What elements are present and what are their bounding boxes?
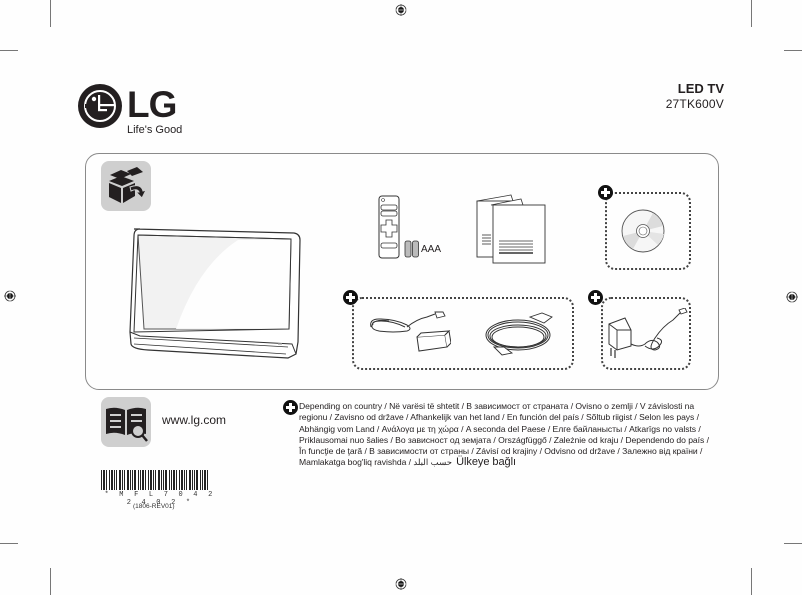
barcode-number: * M F L 7 0 4 2 2 4 0 2 * (104, 491, 216, 507)
note-line: Depending on country / Në varësi të shte… (299, 401, 695, 411)
registration-mark-icon (786, 291, 798, 303)
plus-icon (598, 185, 613, 200)
country-availability-note: Depending on country / Në varësi të shte… (299, 401, 709, 469)
crop-mark (0, 543, 18, 544)
wall-adapter-icon (608, 308, 688, 358)
barcode (101, 470, 219, 490)
crop-mark (751, 0, 752, 27)
cd-icon (621, 209, 665, 253)
product-heading: LED TV 27TK600V (666, 81, 724, 112)
optional-cd-group (605, 192, 691, 270)
manual-tile (101, 397, 151, 447)
unbox-tile (101, 161, 151, 211)
note-line: În funcţie de ţară / В зависимости от ст… (299, 446, 703, 457)
crop-mark (50, 568, 51, 595)
website-link[interactable]: www.lg.com (162, 413, 227, 427)
brand-tagline: Life's Good (127, 124, 183, 136)
plus-icon (283, 400, 298, 415)
crop-mark (50, 0, 51, 27)
product-type: LED TV (677, 81, 724, 96)
batteries-icon (404, 240, 419, 258)
optional-power-group (352, 297, 574, 370)
lg-face-logo-icon (78, 84, 122, 128)
note-line: Priklausomai nuo šalies / Во зависност о… (299, 434, 709, 445)
registration-mark-icon (395, 4, 407, 16)
brand-name: LG (127, 84, 177, 125)
battery-type-label: AAA (421, 244, 442, 255)
crop-mark (784, 50, 802, 51)
crop-mark (784, 543, 802, 544)
product-model: 27TK600V (665, 97, 724, 111)
note-turkish-phrase: Ülkeye bağlı (456, 456, 517, 469)
registration-mark-icon (395, 578, 407, 590)
note-line: regionu / Zavisno od države / Afhankelij… (299, 412, 699, 423)
note-line: Abhängig vom Land / Ανάλογα με τη χώρα /… (299, 423, 701, 434)
plus-icon (588, 290, 603, 305)
manuals-icon (476, 194, 546, 264)
optional-adapter-group (601, 297, 691, 370)
crop-mark (0, 50, 18, 51)
ac-dc-adapter-icon (370, 311, 451, 352)
unbox-icon (109, 167, 147, 203)
remote-control-icon (378, 195, 400, 259)
registration-mark-icon (4, 290, 16, 302)
crop-mark (751, 568, 752, 595)
plus-icon (343, 290, 358, 305)
revision-code: (1806-REV01) (133, 503, 175, 510)
book-search-icon (106, 407, 148, 442)
note-line-text: Mamlakatga bog'liq ravishda / حسب البلد (299, 457, 453, 468)
tv-monitor-icon (129, 228, 301, 359)
power-cord-icon (485, 312, 553, 356)
lg-logo: LG Life's Good (76, 80, 216, 140)
